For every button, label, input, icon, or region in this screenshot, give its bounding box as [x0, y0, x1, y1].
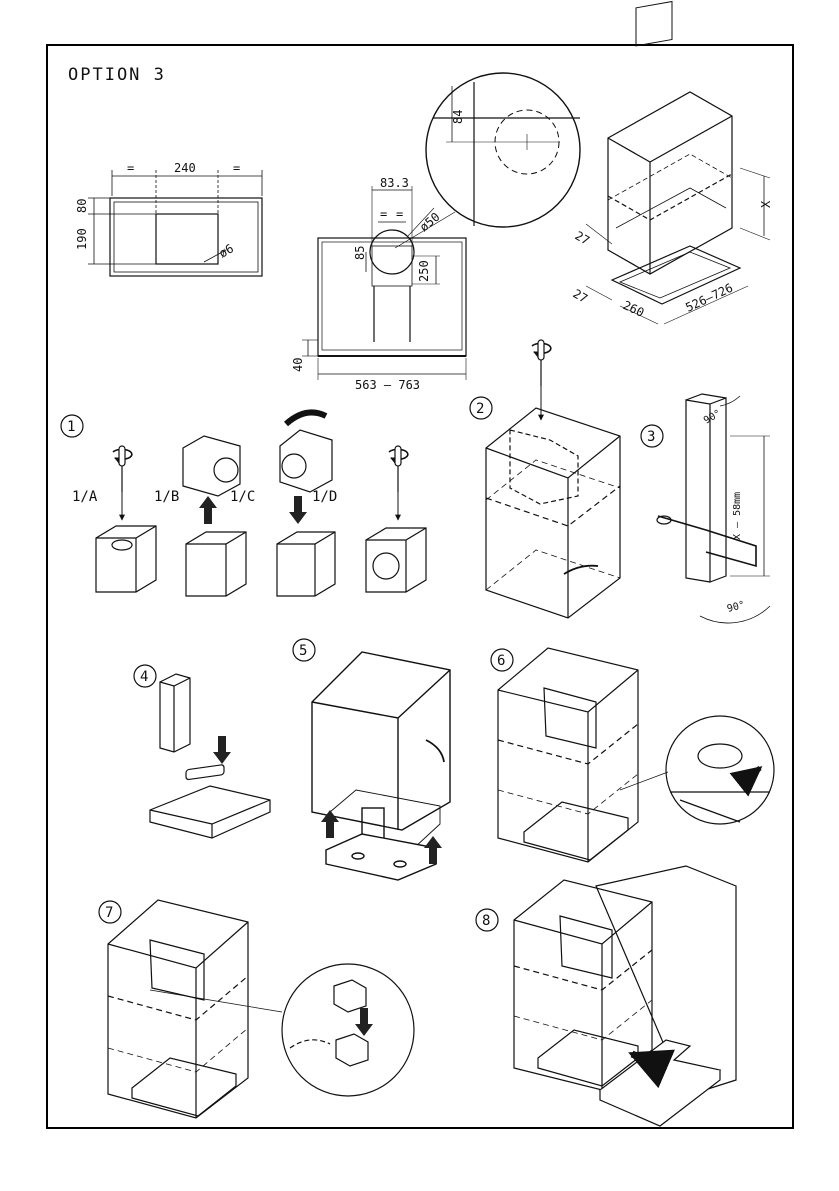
cabinet-front-drawing [302, 72, 581, 380]
angle-90-bottom: 90° [726, 600, 746, 615]
dim-80: 80 [75, 199, 89, 213]
dim-equal-left: = [127, 161, 134, 175]
step-4-number: 4 [140, 669, 148, 685]
cabinet-3d-drawing [585, 0, 771, 325]
dim-27-bottom: 27 [571, 286, 591, 305]
step-1c-rotation-arrow-icon [283, 409, 328, 427]
step-6-arrow-icon [729, 766, 763, 797]
dim-563-763: 563 – 763 [355, 378, 420, 392]
step-7-group [107, 899, 415, 1119]
dim-85: 85 [353, 246, 367, 260]
step-1-group: 1 1/A 1/B 1/C 1/D [60, 409, 427, 597]
step-1c-label: 1/C [230, 489, 255, 505]
page-frame [46, 44, 794, 1129]
dim-equal-right: = [233, 161, 240, 175]
step-2-number: 2 [476, 401, 484, 417]
dim-40: 40 [291, 358, 305, 372]
dim-84: 84 [451, 110, 465, 124]
dim-83-3: 83.3 [380, 176, 409, 190]
dim-equal-a: = [380, 207, 387, 221]
step-1a-label: 1/A [72, 489, 98, 505]
step-3-group [656, 393, 771, 624]
page-title: OPTION 3 [68, 65, 166, 85]
step-4-group [149, 673, 271, 839]
step-8-number: 8 [482, 913, 490, 929]
step-5-number: 5 [299, 643, 307, 659]
step-2-group [485, 407, 621, 619]
step-6-group [497, 647, 775, 863]
step-1b-label: 1/B [154, 489, 179, 505]
step-8-left-arrow-icon [628, 1049, 676, 1089]
step-7-number: 7 [105, 905, 113, 921]
dim-x-minus-58: X – 58mm [732, 492, 743, 540]
step-1-number: 1 [67, 419, 75, 435]
dim-190: 190 [75, 228, 89, 250]
step-3-number: 3 [647, 429, 655, 445]
dim-27-top: 27 [573, 228, 593, 247]
dim-equal-b: = [396, 207, 403, 221]
step-5-group [311, 651, 451, 881]
dim-240: 240 [174, 161, 196, 175]
cutout-drawing [88, 170, 263, 277]
dim-250: 250 [417, 260, 431, 282]
step-6-number: 6 [497, 653, 505, 669]
step-1d-label: 1/D [312, 489, 337, 505]
dim-hole-6: ø6 [217, 241, 237, 260]
dim-x: X [759, 200, 773, 208]
